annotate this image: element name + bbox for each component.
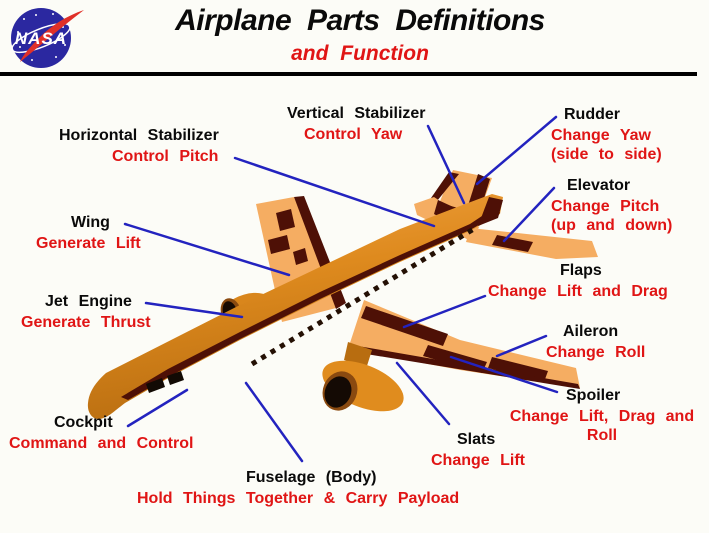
connector-aileron <box>495 334 548 358</box>
jet-engine-name: Jet Engine <box>45 293 132 310</box>
nasa-logo-text: NASA <box>15 29 67 48</box>
connector-spoiler <box>449 355 559 394</box>
label-flaps: Flaps Change Lift and Drag <box>488 261 668 301</box>
connector-jet-engine <box>144 301 244 319</box>
tail-cone-shape <box>478 197 503 226</box>
label-jet-engine: Jet Engine Generate Thrust <box>21 292 151 332</box>
slats-name: Slats <box>457 431 496 448</box>
wing-function: Generate Lift <box>36 235 141 252</box>
connector-rudder <box>475 115 558 186</box>
label-horizontal-stabilizer: Horizontal Stabilizer Control Pitch <box>59 126 219 166</box>
label-vertical-stabilizer: Vertical Stabilizer Control Yaw <box>287 104 426 144</box>
nasa-logo: NASA <box>11 8 84 68</box>
connector-elevator <box>502 186 556 243</box>
cockpit-window <box>146 378 165 393</box>
rudder-function: Change Yaw (side to side) <box>551 127 662 163</box>
label-rudder: Rudder Change Yaw (side to side) <box>551 105 662 164</box>
flaps-name: Flaps <box>560 262 602 279</box>
page-title: Airplane Parts Definitions <box>175 4 545 37</box>
fuselage-shape <box>87 194 504 420</box>
cockpit-function: Command and Control <box>9 435 194 452</box>
wing-name: Wing <box>71 214 110 231</box>
vertical-stabilizer-function: Control Yaw <box>304 126 403 143</box>
connector-fuselage <box>244 381 304 463</box>
connector-vertical-stabilizer <box>426 124 466 205</box>
jet-engine-function: Generate Thrust <box>21 314 151 331</box>
flaps-function: Change Lift and Drag <box>488 283 668 300</box>
page-subtitle: and Function <box>291 42 429 65</box>
label-aileron: Aileron Change Roll <box>546 322 645 362</box>
near-jet-engine-shape <box>322 342 404 412</box>
aileron-name: Aileron <box>563 323 619 340</box>
nasa-logo-swoosh <box>20 10 84 62</box>
label-spoiler: Spoiler Change Lift, Drag and Roll <box>502 386 702 445</box>
fuselage-function: Hold Things Together & Carry Payload <box>137 490 460 507</box>
slats-function: Change Lift <box>431 452 525 469</box>
connector-wing <box>123 222 291 277</box>
elevator-name: Elevator <box>567 177 631 194</box>
spoiler-name: Spoiler <box>566 387 621 404</box>
horizontal-stabilizer-function: Control Pitch <box>112 148 219 165</box>
slats-shape <box>352 345 580 389</box>
label-fuselage: Fuselage (Body) Hold Things Together & C… <box>137 468 459 508</box>
fuselage-name: Fuselage (Body) <box>246 469 377 486</box>
label-cockpit: Cockpit Command and Control <box>9 413 193 453</box>
connector-horizontal-stabilizer <box>233 156 436 228</box>
right-horizontal-stabilizer-shape <box>466 228 598 259</box>
horizontal-stabilizer-name: Horizontal Stabilizer <box>59 127 219 144</box>
elevator-function: Change Pitch (up and down) <box>551 198 673 234</box>
connector-flaps <box>402 294 487 329</box>
label-slats: Slats Change Lift <box>431 430 525 470</box>
connector-cockpit <box>126 388 189 428</box>
label-elevator: Elevator Change Pitch (up and down) <box>551 176 672 235</box>
label-wing: Wing Generate Lift <box>36 213 141 253</box>
vertical-stabilizer-name: Vertical Stabilizer <box>287 105 426 122</box>
connector-slats <box>395 361 451 426</box>
nasa-logo-orbit <box>11 22 71 54</box>
header-divider <box>0 72 697 76</box>
cockpit-window <box>167 371 184 385</box>
rudder-name: Rudder <box>564 106 620 123</box>
spoiler-function: Change Lift, Drag and Roll <box>509 408 695 444</box>
aileron-shape <box>488 357 548 382</box>
cockpit-name: Cockpit <box>54 414 113 431</box>
aileron-function: Change Roll <box>546 344 646 361</box>
